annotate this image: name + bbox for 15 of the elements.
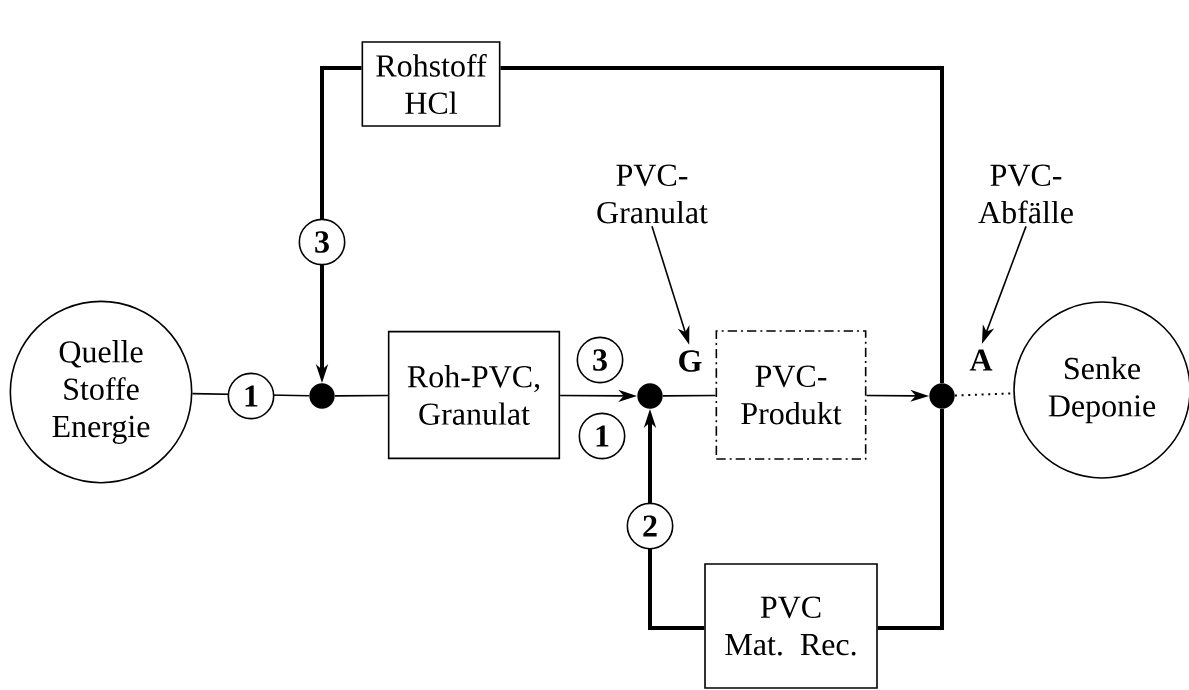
point-label: A bbox=[969, 349, 993, 371]
circle-node: Quelle Stoffe Energie bbox=[9, 300, 193, 484]
text-label: PVC- Granulat bbox=[597, 164, 708, 224]
process-box: Roh-PVC, Granulat bbox=[387, 330, 561, 460]
text-label: PVC- Abfälle bbox=[978, 164, 1073, 224]
connector-line bbox=[500, 66, 944, 384]
connector-line bbox=[662, 394, 717, 397]
process-box: Rohstoff HCl bbox=[361, 41, 501, 127]
connector-line bbox=[877, 408, 944, 630]
junction-dot bbox=[309, 383, 335, 409]
process-box: PVC Mat. Rec. bbox=[704, 563, 878, 689]
connector-line bbox=[334, 394, 389, 397]
junction-dot bbox=[929, 383, 955, 409]
dashed-box: PVC- Produkt bbox=[715, 330, 867, 460]
point-label: G bbox=[679, 350, 702, 372]
